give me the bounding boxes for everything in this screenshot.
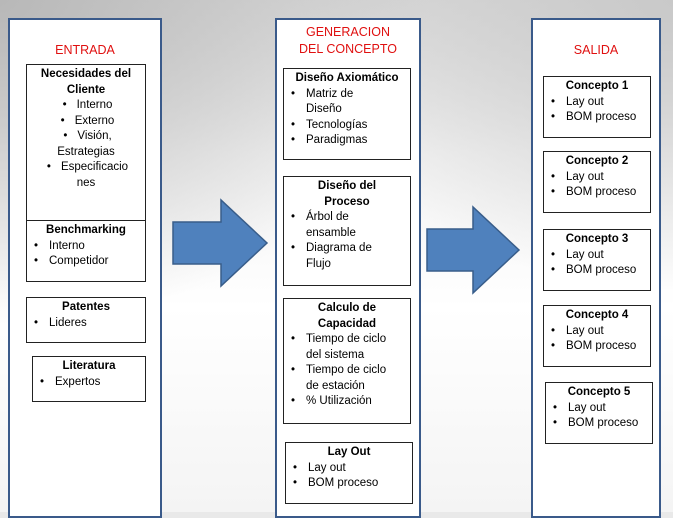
list-item: •Expertos [40,375,101,388]
right-arrow-icon [426,205,521,295]
necesidades-title-line2: Cliente [66,83,106,96]
list-item-continuation: de estación [306,379,365,392]
literatura-title: Literatura [62,360,116,372]
list-item: •Tiempo de ciclo [291,364,387,376]
list-item: •Competidor [34,255,109,267]
right-arrow-icon [172,198,269,288]
concepto-box-4: Concepto 4 •Lay out •BOM proceso [543,305,651,367]
list-item: •BOM proceso [551,186,637,198]
literatura-box: Literatura •Expertos [32,356,146,402]
list-item: •Visión, [63,130,112,142]
necesidades-title-line1: Necesidades del [40,68,132,80]
list-item: •BOM proceso [551,264,637,276]
axiomatico-box: Diseño Axiomático •Matriz de Diseño •Tec… [283,68,411,160]
list-item: •BOM proceso [551,340,637,352]
patentes-box: Patentes •Lideres [26,297,146,343]
salida-title: SALIDA [573,43,619,57]
benchmarking-title: Benchmarking [46,224,126,236]
entrada-column: ENTRADA Necesidades del Cliente •Interno… [8,18,162,518]
concepto-box-3: Concepto 3 •Lay out •BOM proceso [543,229,651,291]
salida-column: SALIDA Concepto 1 •Lay out •BOM proceso … [531,18,661,518]
necesidades-box: Necesidades del Cliente •Interno •Extern… [26,64,146,232]
list-item: •Externo [60,114,115,127]
list-item: •BOM proceso [553,417,639,429]
list-item: •Tecnologías [291,118,368,131]
generacion-title-line2: DEL CONCEPTO [299,42,397,56]
proceso-box: Diseño del Proceso •Árbol de ensamble •D… [283,176,411,286]
capacidad-title-line2: Capacidad [317,317,377,330]
capacidad-title-line1: Calculo de [317,302,377,314]
list-item: •Matriz de [291,87,354,100]
list-item: •Árbol de [291,211,349,223]
list-item: •Lideres [34,316,87,329]
capacidad-box: Calculo de Capacidad •Tiempo de ciclo de… [283,298,411,424]
list-item: •Interno [34,239,85,252]
list-item: •Lay out [551,248,604,261]
concepto-title: Concepto 4 [565,309,629,321]
concepto-title: Concepto 3 [565,233,629,245]
benchmarking-box: Benchmarking •Interno •Competidor [26,220,146,282]
patentes-title: Patentes [62,301,110,313]
list-item: •% Utilización [291,395,372,407]
list-item: •Tiempo de ciclo [291,333,387,345]
concepto-title: Concepto 2 [565,155,629,167]
list-item-continuation: del sistema [306,348,365,361]
layout-title: Lay Out [327,446,371,458]
concepto-box-1: Concepto 1 •Lay out •BOM proceso [543,76,651,138]
concepto-title: Concepto 1 [565,80,629,92]
list-item-continuation: nes [76,176,96,189]
proceso-title-line1: Diseño del [317,180,377,192]
concepto-box-5: Concepto 5 •Lay out •BOM proceso [545,382,653,444]
concepto-title: Concepto 5 [567,386,631,398]
list-item-continuation: Flujo [306,257,331,270]
list-item: •Lay out [551,324,604,337]
list-item: •Especificacio [46,161,129,173]
list-item: •Lay out [551,170,604,183]
list-item-continuation: Estrategias [57,145,115,158]
list-item: •BOM proceso [551,111,637,123]
list-item: •Lay out [551,95,604,108]
concepto-box-2: Concepto 2 •Lay out •BOM proceso [543,151,651,213]
list-item: •Lay out [293,461,346,474]
list-item: •Paradigmas [291,134,368,146]
proceso-title-line2: Proceso [324,195,370,208]
generacion-column: GENERACION DEL CONCEPTO Diseño Axiomátic… [275,18,421,518]
list-item: •Diagrama de [291,242,372,254]
layout-box: Lay Out •Lay out •BOM proceso [285,442,413,504]
list-item: •BOM proceso [293,477,379,489]
list-item-continuation: ensamble [306,226,356,239]
list-item: •Lay out [553,401,606,414]
list-item-continuation: Diseño [306,103,342,115]
axiomatico-title: Diseño Axiomático [295,72,399,84]
generacion-title-line1: GENERACION [305,25,391,39]
list-item: •Interno [62,99,113,111]
entrada-title: ENTRADA [55,43,115,57]
